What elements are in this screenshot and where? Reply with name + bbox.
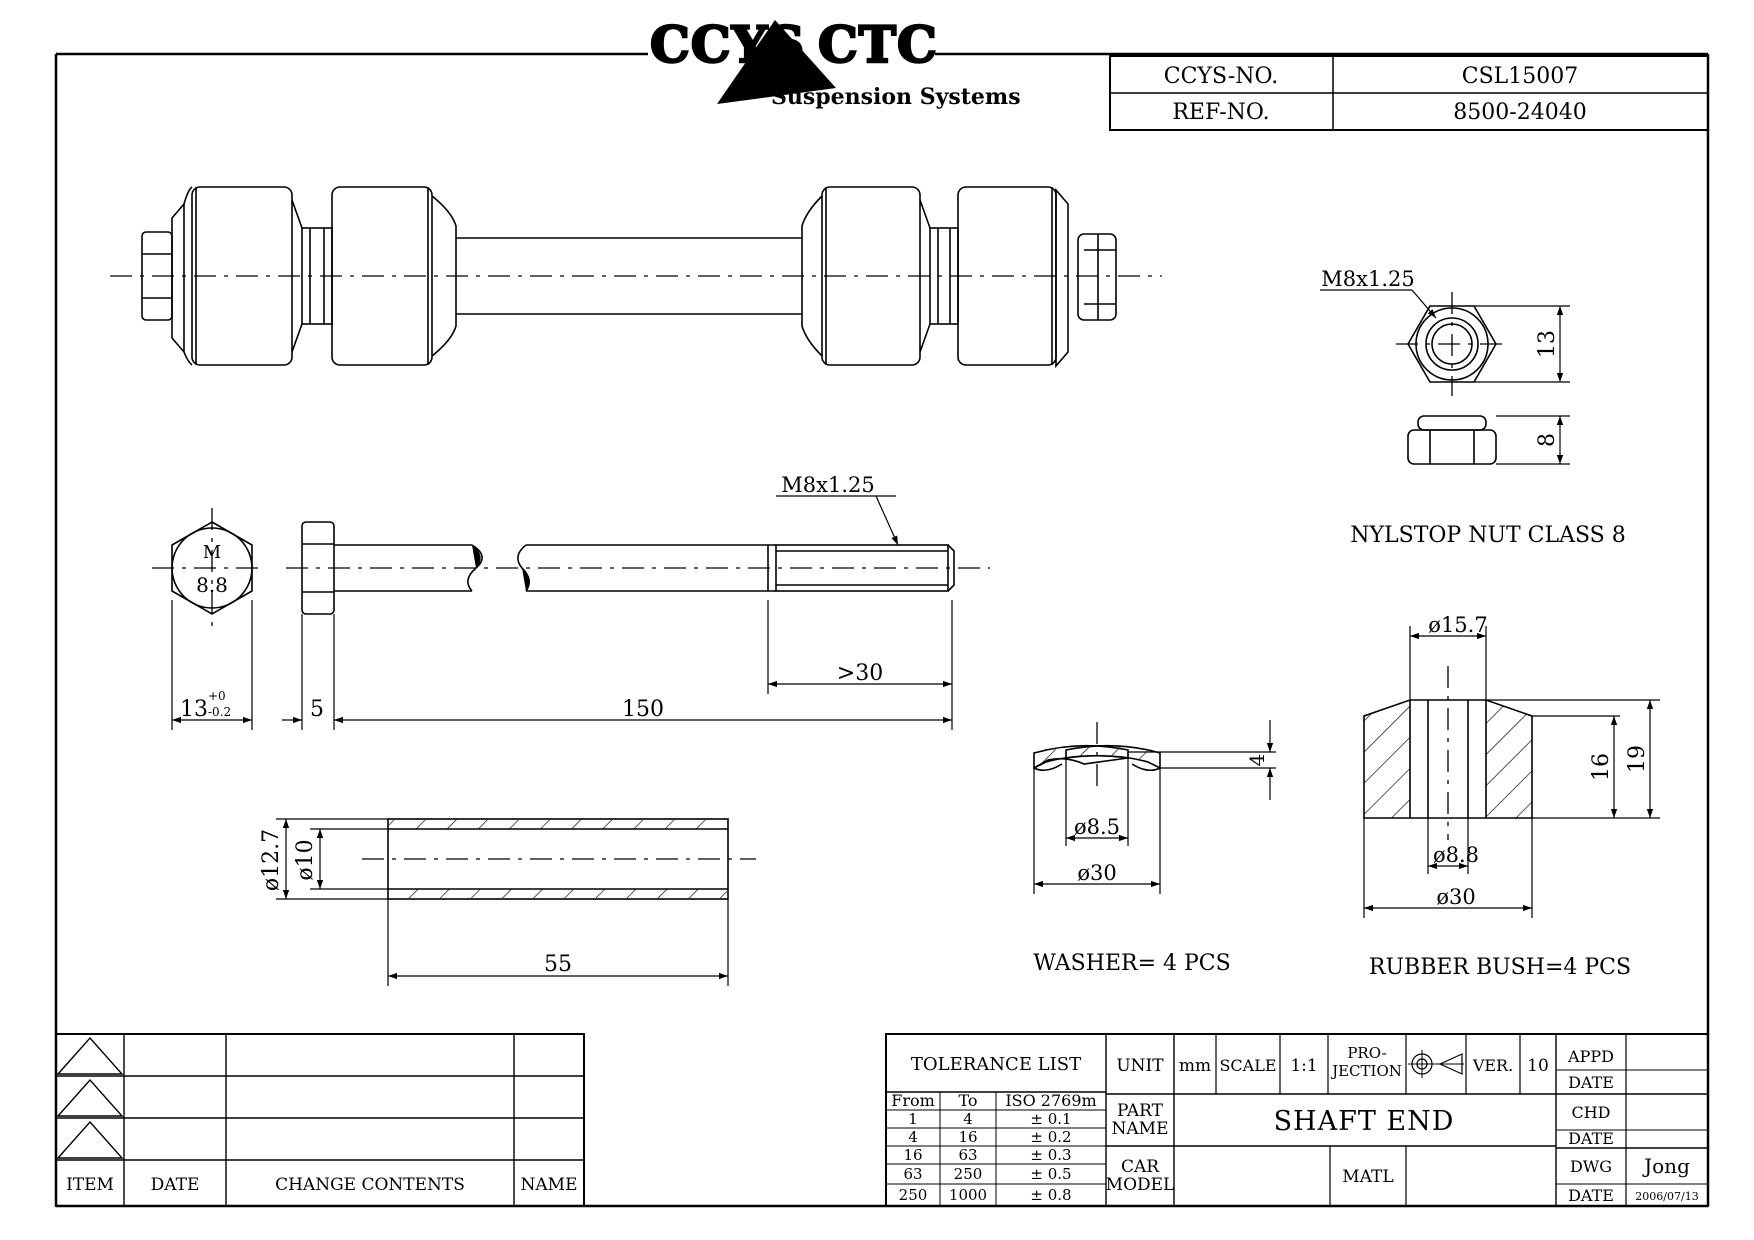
part-name-value: SHAFT END <box>1274 1106 1455 1137</box>
dwg-label: DWG <box>1570 1157 1612 1176</box>
dwg-date-value: 2006/07/13 <box>1635 1190 1698 1203</box>
rev-header-item: ITEM <box>66 1175 114 1195</box>
washer-thickness-dim: 4 <box>1245 754 1269 767</box>
tolerance-title: TOLERANCE LIST <box>911 1054 1081 1075</box>
bush-dimension-lines <box>1363 626 1660 918</box>
ccys-no-value: CSL15007 <box>1462 64 1579 89</box>
dwg-date-label: DATE <box>1568 1186 1614 1205</box>
tol-row-3-to: 63 <box>958 1146 977 1164</box>
car-model-label-2: MODEL <box>1106 1175 1175 1195</box>
ref-no-value: 8500-24040 <box>1453 100 1586 125</box>
nut-height-dim: 8 <box>1535 433 1560 447</box>
tol-header-from: From <box>891 1091 935 1110</box>
tol-row-4-to: 250 <box>954 1165 983 1183</box>
sleeve-inner-dia-dim: ø10 <box>293 839 318 880</box>
scale-value: 1:1 <box>1290 1056 1317 1076</box>
hex-width-tol-upper: +0 <box>208 689 226 703</box>
tol-row-5-from: 250 <box>899 1186 928 1204</box>
tol-header-iso: ISO 2769m <box>1005 1091 1096 1110</box>
hex-width-tol-lower: -0.2 <box>208 705 231 719</box>
bolt-length-dim: 150 <box>622 697 664 722</box>
tol-row-3-from: 16 <box>903 1146 922 1164</box>
ver-value: 10 <box>1527 1056 1549 1076</box>
sleeve-outer-dia-dim: ø12.7 <box>259 829 284 891</box>
tol-row-2-from: 4 <box>908 1128 918 1146</box>
thread-length-dim: >30 <box>837 661 883 686</box>
projection-label-2: JECTION <box>1330 1062 1402 1080</box>
tol-row-5-to: 1000 <box>949 1186 987 1204</box>
appd-date-label: DATE <box>1568 1073 1614 1092</box>
bush-outer-dia-dim: ø30 <box>1436 885 1475 909</box>
sleeve-hatch <box>389 820 727 898</box>
rev-header-date: DATE <box>151 1175 200 1195</box>
tol-row-4-iso: ± 0.5 <box>1030 1165 1071 1183</box>
unit-value: mm <box>1179 1056 1211 1076</box>
tol-row-2-iso: ± 0.2 <box>1030 1128 1071 1146</box>
nylstop-nut-side-view <box>1407 415 1497 465</box>
bolt-grade-bottom: 8.8 <box>196 573 228 597</box>
tol-row-3-iso: ± 0.3 <box>1030 1146 1071 1164</box>
nut-width-dim: 13 <box>1535 330 1560 358</box>
company-logo: CCYS CTC Suspension Systems <box>649 14 1021 110</box>
title-block <box>885 1033 1709 1207</box>
part-number-table: CCYS-NO. CSL15007 REF-NO. 8500-24040 <box>1109 55 1709 131</box>
bush-height-total-dim: 19 <box>1625 745 1650 773</box>
bush-inner-dia-dim: ø8.8 <box>1433 843 1479 867</box>
car-model-label-1: CAR <box>1121 1157 1160 1177</box>
unit-label: UNIT <box>1116 1056 1164 1076</box>
bolt-thread-dim: M8x1.25 <box>781 473 874 497</box>
nut-dimension-lines <box>1320 289 1570 465</box>
tol-row-5-iso: ± 0.8 <box>1030 1186 1071 1204</box>
rubber-bush-hatch <box>1364 700 1532 818</box>
rev-header-name: NAME <box>521 1175 578 1195</box>
revision-table <box>55 1033 585 1207</box>
chd-label: CHD <box>1571 1103 1610 1122</box>
washer-inner-dia-dim: ø8.5 <box>1074 815 1120 839</box>
nut-label: NYLSTOP NUT CLASS 8 <box>1350 523 1626 548</box>
part-name-label-2: NAME <box>1112 1119 1169 1139</box>
washer-label: WASHER= 4 PCS <box>1033 951 1230 976</box>
scale-label: SCALE <box>1219 1056 1276 1075</box>
bush-top-dia-dim: ø15.7 <box>1428 613 1487 637</box>
ref-no-label: REF-NO. <box>1172 100 1269 125</box>
tol-header-to: To <box>958 1091 977 1110</box>
tol-row-2-to: 16 <box>958 1128 977 1146</box>
ccys-no-label: CCYS-NO. <box>1164 64 1279 89</box>
part-name-label-1: PART <box>1117 1101 1164 1121</box>
bush-label: RUBBER BUSH=4 PCS <box>1369 955 1631 980</box>
dwg-value: Jong <box>1642 1154 1690 1178</box>
nut-thread-dim: M8x1.25 <box>1321 267 1414 291</box>
bolt-dimension-lines <box>171 495 953 730</box>
logo-subtitle: Suspension Systems <box>771 84 1021 110</box>
rev-header-change: CHANGE CONTENTS <box>275 1175 465 1195</box>
bolt-grade-top: M <box>203 542 221 563</box>
chd-date-label: DATE <box>1568 1129 1614 1148</box>
hex-width-dim: 13 <box>180 697 208 722</box>
matl-label: MATL <box>1342 1167 1393 1187</box>
tol-row-1-from: 1 <box>908 1110 918 1128</box>
bush-height-inner-dim: 16 <box>1589 753 1614 781</box>
head-height-dim: 5 <box>310 697 324 722</box>
ver-label: VER. <box>1472 1056 1513 1075</box>
tol-row-4-from: 63 <box>903 1165 922 1183</box>
tol-row-1-to: 4 <box>963 1110 973 1128</box>
sleeve-dimension-lines <box>276 818 729 986</box>
logo-text-right: CTC <box>818 15 938 74</box>
sleeve-length-dim: 55 <box>544 952 572 977</box>
projection-label-1: PRO- <box>1347 1044 1386 1062</box>
logo-text-left: CCYS <box>650 15 805 74</box>
tol-row-1-iso: ± 0.1 <box>1030 1110 1071 1128</box>
appd-label: APPD <box>1567 1047 1614 1066</box>
washer-outer-dia-dim: ø30 <box>1077 861 1116 885</box>
washer-dimension-lines <box>1033 720 1276 894</box>
